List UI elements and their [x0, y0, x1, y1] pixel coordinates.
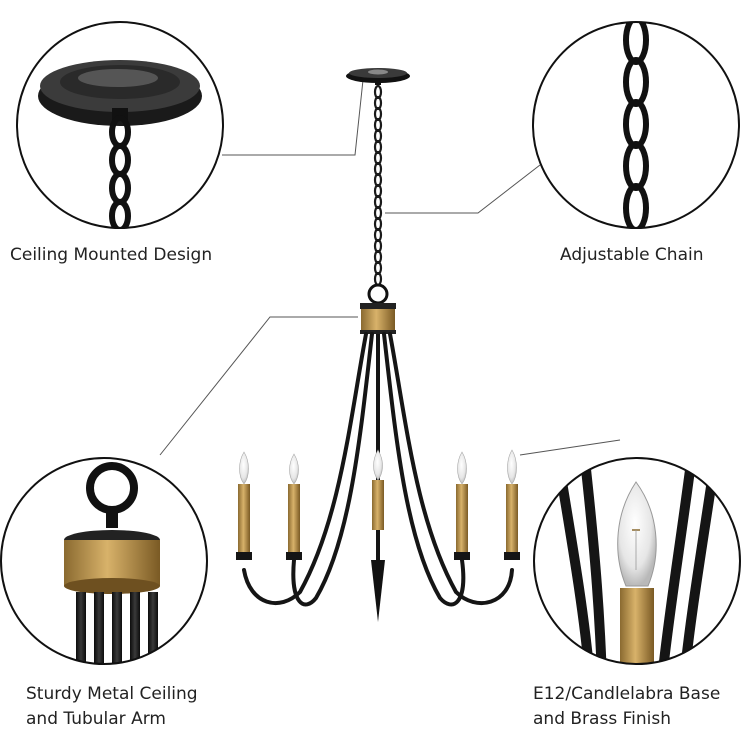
caption-ceiling-mounted: Ceiling Mounted Design [10, 243, 212, 268]
caption-e12-line2: and Brass Finish [533, 709, 671, 729]
caption-sturdy-line2: and Tubular Arm [26, 709, 166, 729]
caption-adjustable-chain: Adjustable Chain [560, 243, 704, 268]
caption-sturdy-line1: Sturdy Metal Ceiling [26, 684, 198, 704]
brass-cap-detail [0, 457, 208, 665]
caption-e12-line1: E12/Candlelabra Base [533, 684, 721, 704]
leader-lines [159, 79, 621, 456]
caption-ceiling-text: Ceiling Mounted Design [10, 245, 213, 265]
arms [242, 332, 514, 607]
caption-chain-text: Adjustable Chain [560, 245, 704, 265]
candles [236, 449, 520, 560]
ceiling-canopy-detail [16, 21, 224, 229]
caption-e12-base: E12/Candlelabra Base and Brass Finish [533, 682, 720, 732]
chain [373, 84, 383, 287]
candle-bulb-detail [533, 457, 741, 665]
chandelier-main [236, 68, 520, 622]
chain-detail [532, 21, 740, 229]
caption-sturdy-metal: Sturdy Metal Ceiling and Tubular Arm [26, 682, 198, 732]
